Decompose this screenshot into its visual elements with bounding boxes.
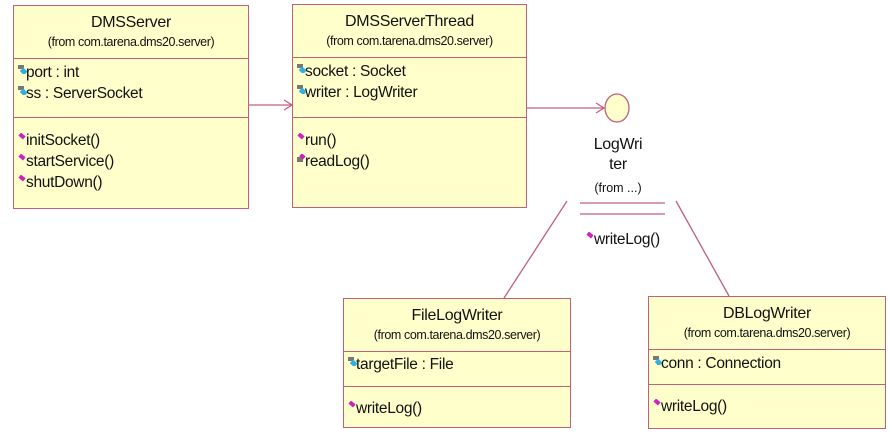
class-package: (from com.tarena.dms20.server) — [373, 328, 541, 342]
private-operation-icon — [297, 154, 306, 162]
public-operation-icon — [586, 232, 594, 239]
class-name: DBLogWriter — [723, 305, 811, 322]
class-package: (from com.tarena.dms20.server) — [326, 34, 493, 48]
class-header: DMSServerThread (from com.tarena.dms20.s… — [293, 5, 526, 58]
operation-row[interactable]: initSocket() — [18, 130, 248, 151]
attribute-row[interactable]: writer : LogWriter — [297, 82, 526, 103]
attribute-row[interactable]: ss : ServerSocket — [18, 83, 248, 104]
attributes-section: socket : Socket writer : LogWriter — [293, 58, 526, 118]
class-name: FileLogWriter — [411, 307, 503, 324]
operations-section: writeLog() — [344, 387, 570, 419]
class-dmsserver[interactable]: DMSServer (from com.tarena.dms20.server)… — [13, 5, 249, 209]
attribute-row[interactable]: socket : Socket — [297, 61, 526, 82]
public-operation-icon — [348, 401, 356, 408]
class-package: (from com.tarena.dms20.server) — [683, 326, 851, 340]
realization-filelogwriter — [503, 200, 568, 299]
operation-row[interactable]: shutDown() — [18, 172, 248, 193]
class-header: DBLogWriter (from com.tarena.dms20.serve… — [649, 297, 885, 350]
attributes-section: port : int ss : ServerSocket — [14, 59, 248, 118]
operations-section: run() readLog() — [293, 118, 526, 172]
private-attribute-icon — [653, 356, 662, 365]
class-dmsserverthread[interactable]: DMSServerThread (from com.tarena.dms20.s… — [292, 4, 527, 208]
public-operation-icon — [653, 399, 661, 406]
operation-row[interactable]: readLog() — [297, 151, 526, 172]
operation-row[interactable]: startService() — [18, 151, 248, 172]
private-attribute-icon — [18, 65, 27, 74]
attribute-row[interactable]: conn : Connection — [653, 353, 885, 374]
class-name: DMSServer — [91, 14, 171, 31]
private-attribute-icon — [297, 85, 306, 94]
class-dblogwriter[interactable]: DBLogWriter (from com.tarena.dms20.serve… — [648, 296, 886, 429]
private-attribute-icon — [297, 64, 306, 73]
interface-package: (from ...) — [594, 181, 642, 195]
attributes-section: conn : Connection — [649, 350, 885, 385]
operations-section: initSocket() startService() shutDown() — [14, 118, 248, 193]
attributes-section: targetFile : File — [344, 352, 570, 387]
logwriter-interface-circle[interactable] — [604, 93, 630, 123]
class-filelogwriter[interactable]: FileLogWriter (from com.tarena.dms20.ser… — [343, 298, 571, 428]
operation-row[interactable]: run() — [297, 130, 526, 151]
class-header: DMSServer (from com.tarena.dms20.server) — [14, 6, 248, 59]
private-attribute-icon — [18, 86, 27, 95]
interface-operation-row[interactable]: writeLog() — [586, 229, 660, 250]
attribute-row[interactable]: targetFile : File — [348, 354, 570, 375]
operations-section: writeLog() — [649, 385, 885, 417]
attribute-row[interactable]: port : int — [18, 62, 248, 83]
operation-row[interactable]: writeLog() — [653, 396, 885, 417]
arrowhead-thread-logwriter — [595, 102, 606, 114]
class-package: (from com.tarena.dms20.server) — [47, 35, 215, 49]
public-operation-icon — [297, 133, 305, 140]
class-header: FileLogWriter (from com.tarena.dms20.ser… — [344, 299, 570, 352]
operation-row[interactable]: writeLog() — [348, 398, 570, 419]
class-name: DMSServerThread — [345, 13, 474, 30]
public-operation-icon — [18, 154, 26, 161]
private-attribute-icon — [348, 357, 357, 366]
interface-name[interactable]: LogWri ter — [593, 136, 643, 173]
public-operation-icon — [18, 133, 26, 140]
realization-dblogwriter — [675, 200, 730, 297]
public-operation-icon — [18, 175, 26, 182]
